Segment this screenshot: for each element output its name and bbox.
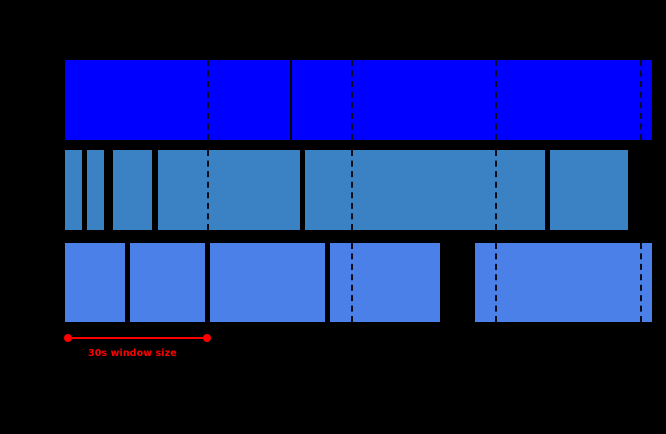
segment-bar [65,60,290,140]
timeline-track-2 [0,150,652,230]
window-size-label: 30s window size [88,348,177,359]
window-boundary-dashed-line [495,150,497,230]
window-boundary-dashed-line [351,243,353,322]
window-size-start-marker [64,334,72,342]
segment-bar [475,243,652,322]
timeline-track-3 [0,243,652,322]
segment-bar [305,150,545,230]
window-size-rule [68,337,207,339]
window-boundary-dashed-line [207,60,209,140]
window-boundary-dashed-line [351,150,353,230]
window-boundary-dashed-line [351,60,353,140]
segment-bar [87,150,104,230]
window-boundary-dashed-line [640,243,642,322]
window-boundary-dashed-line [640,60,642,140]
window-boundary-dashed-line [207,150,209,230]
segment-bar [130,243,205,322]
timeline-track-1 [0,60,652,140]
segment-bar [113,150,152,230]
segment-bar [65,150,82,230]
segment-bar [330,243,440,322]
segment-bar [292,60,652,140]
window-size-end-marker [203,334,211,342]
segment-bar [210,243,325,322]
segment-bar [550,150,628,230]
segment-bar [158,150,300,230]
segment-bar [65,243,125,322]
window-boundary-dashed-line [495,243,497,322]
window-boundary-dashed-line [495,60,497,140]
